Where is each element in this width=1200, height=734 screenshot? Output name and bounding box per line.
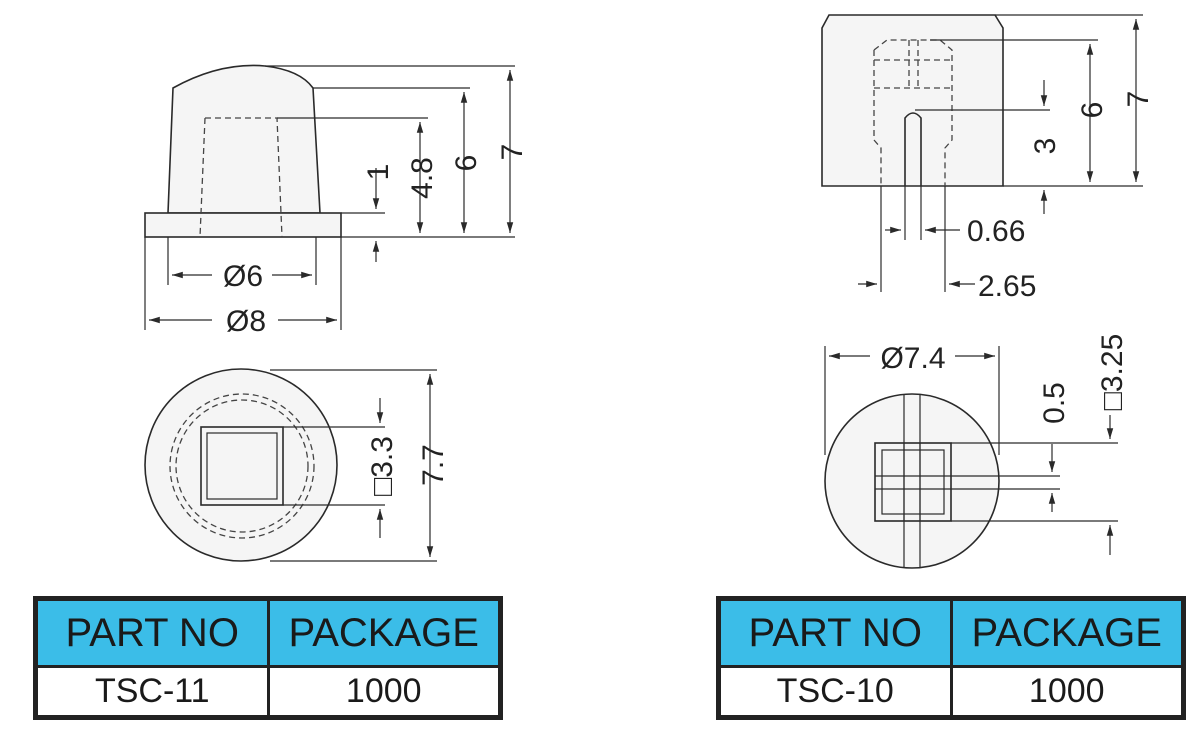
right-dim-3: 3 — [1029, 138, 1062, 155]
left-dim-diam8: Ø8 — [226, 305, 266, 338]
right-cell-package: 1000 — [952, 668, 1181, 715]
left-dim-7-7: 7.7 — [417, 444, 450, 486]
right-header-part-no: PART NO — [721, 601, 950, 665]
right-dim-diam7-4: Ø7.4 — [880, 342, 945, 375]
left-dim-4-8: 4.8 — [406, 157, 439, 199]
right-dim-2-65: 2.65 — [978, 270, 1036, 303]
right-dim-6: 6 — [1076, 102, 1109, 119]
left-cell-part-no: TSC-11 — [38, 668, 267, 715]
right-inner-cavity — [873, 39, 953, 186]
right-dim-0-5: 0.5 — [1038, 382, 1071, 424]
right-dim-sq3-25: □3.25 — [1096, 334, 1129, 411]
left-dim-7: 7 — [496, 144, 529, 161]
right-bottom-view: Ø7.4 0.5 □3.25 — [824, 334, 1129, 569]
left-bottom-view: 7.7 □3.3 — [144, 368, 450, 562]
left-header-part-no: PART NO — [38, 601, 267, 665]
right-dim-7: 7 — [1122, 91, 1155, 108]
right-socket-box — [874, 442, 952, 522]
right-outer-circle — [824, 393, 1000, 569]
left-square-socket — [200, 426, 284, 506]
right-header-package: PACKAGE — [952, 601, 1181, 665]
right-side-view: 7 6 3 0.66 2.65 — [821, 14, 1155, 303]
left-cap-body — [167, 64, 321, 214]
left-part-table: PART NO PACKAGE TSC-11 1000 — [33, 596, 503, 720]
left-dim-sq3-3: □3.3 — [366, 436, 399, 496]
right-slot — [904, 112, 922, 186]
right-cell-part-no: TSC-10 — [721, 668, 950, 715]
left-header-package: PACKAGE — [269, 601, 498, 665]
right-dim-0-66: 0.66 — [967, 215, 1025, 248]
left-dim-1: 1 — [362, 164, 395, 181]
left-dim-diam6: Ø6 — [223, 260, 263, 293]
left-flange — [144, 212, 342, 238]
right-cap-body — [821, 14, 1004, 187]
left-cell-package: 1000 — [269, 668, 498, 715]
left-inner-circle — [169, 393, 315, 539]
left-side-view: 7 6 4.8 1 Ø6 Ø8 — [144, 64, 529, 338]
right-part-table: PART NO PACKAGE TSC-10 1000 — [716, 596, 1186, 720]
left-dim-6: 6 — [450, 155, 483, 172]
